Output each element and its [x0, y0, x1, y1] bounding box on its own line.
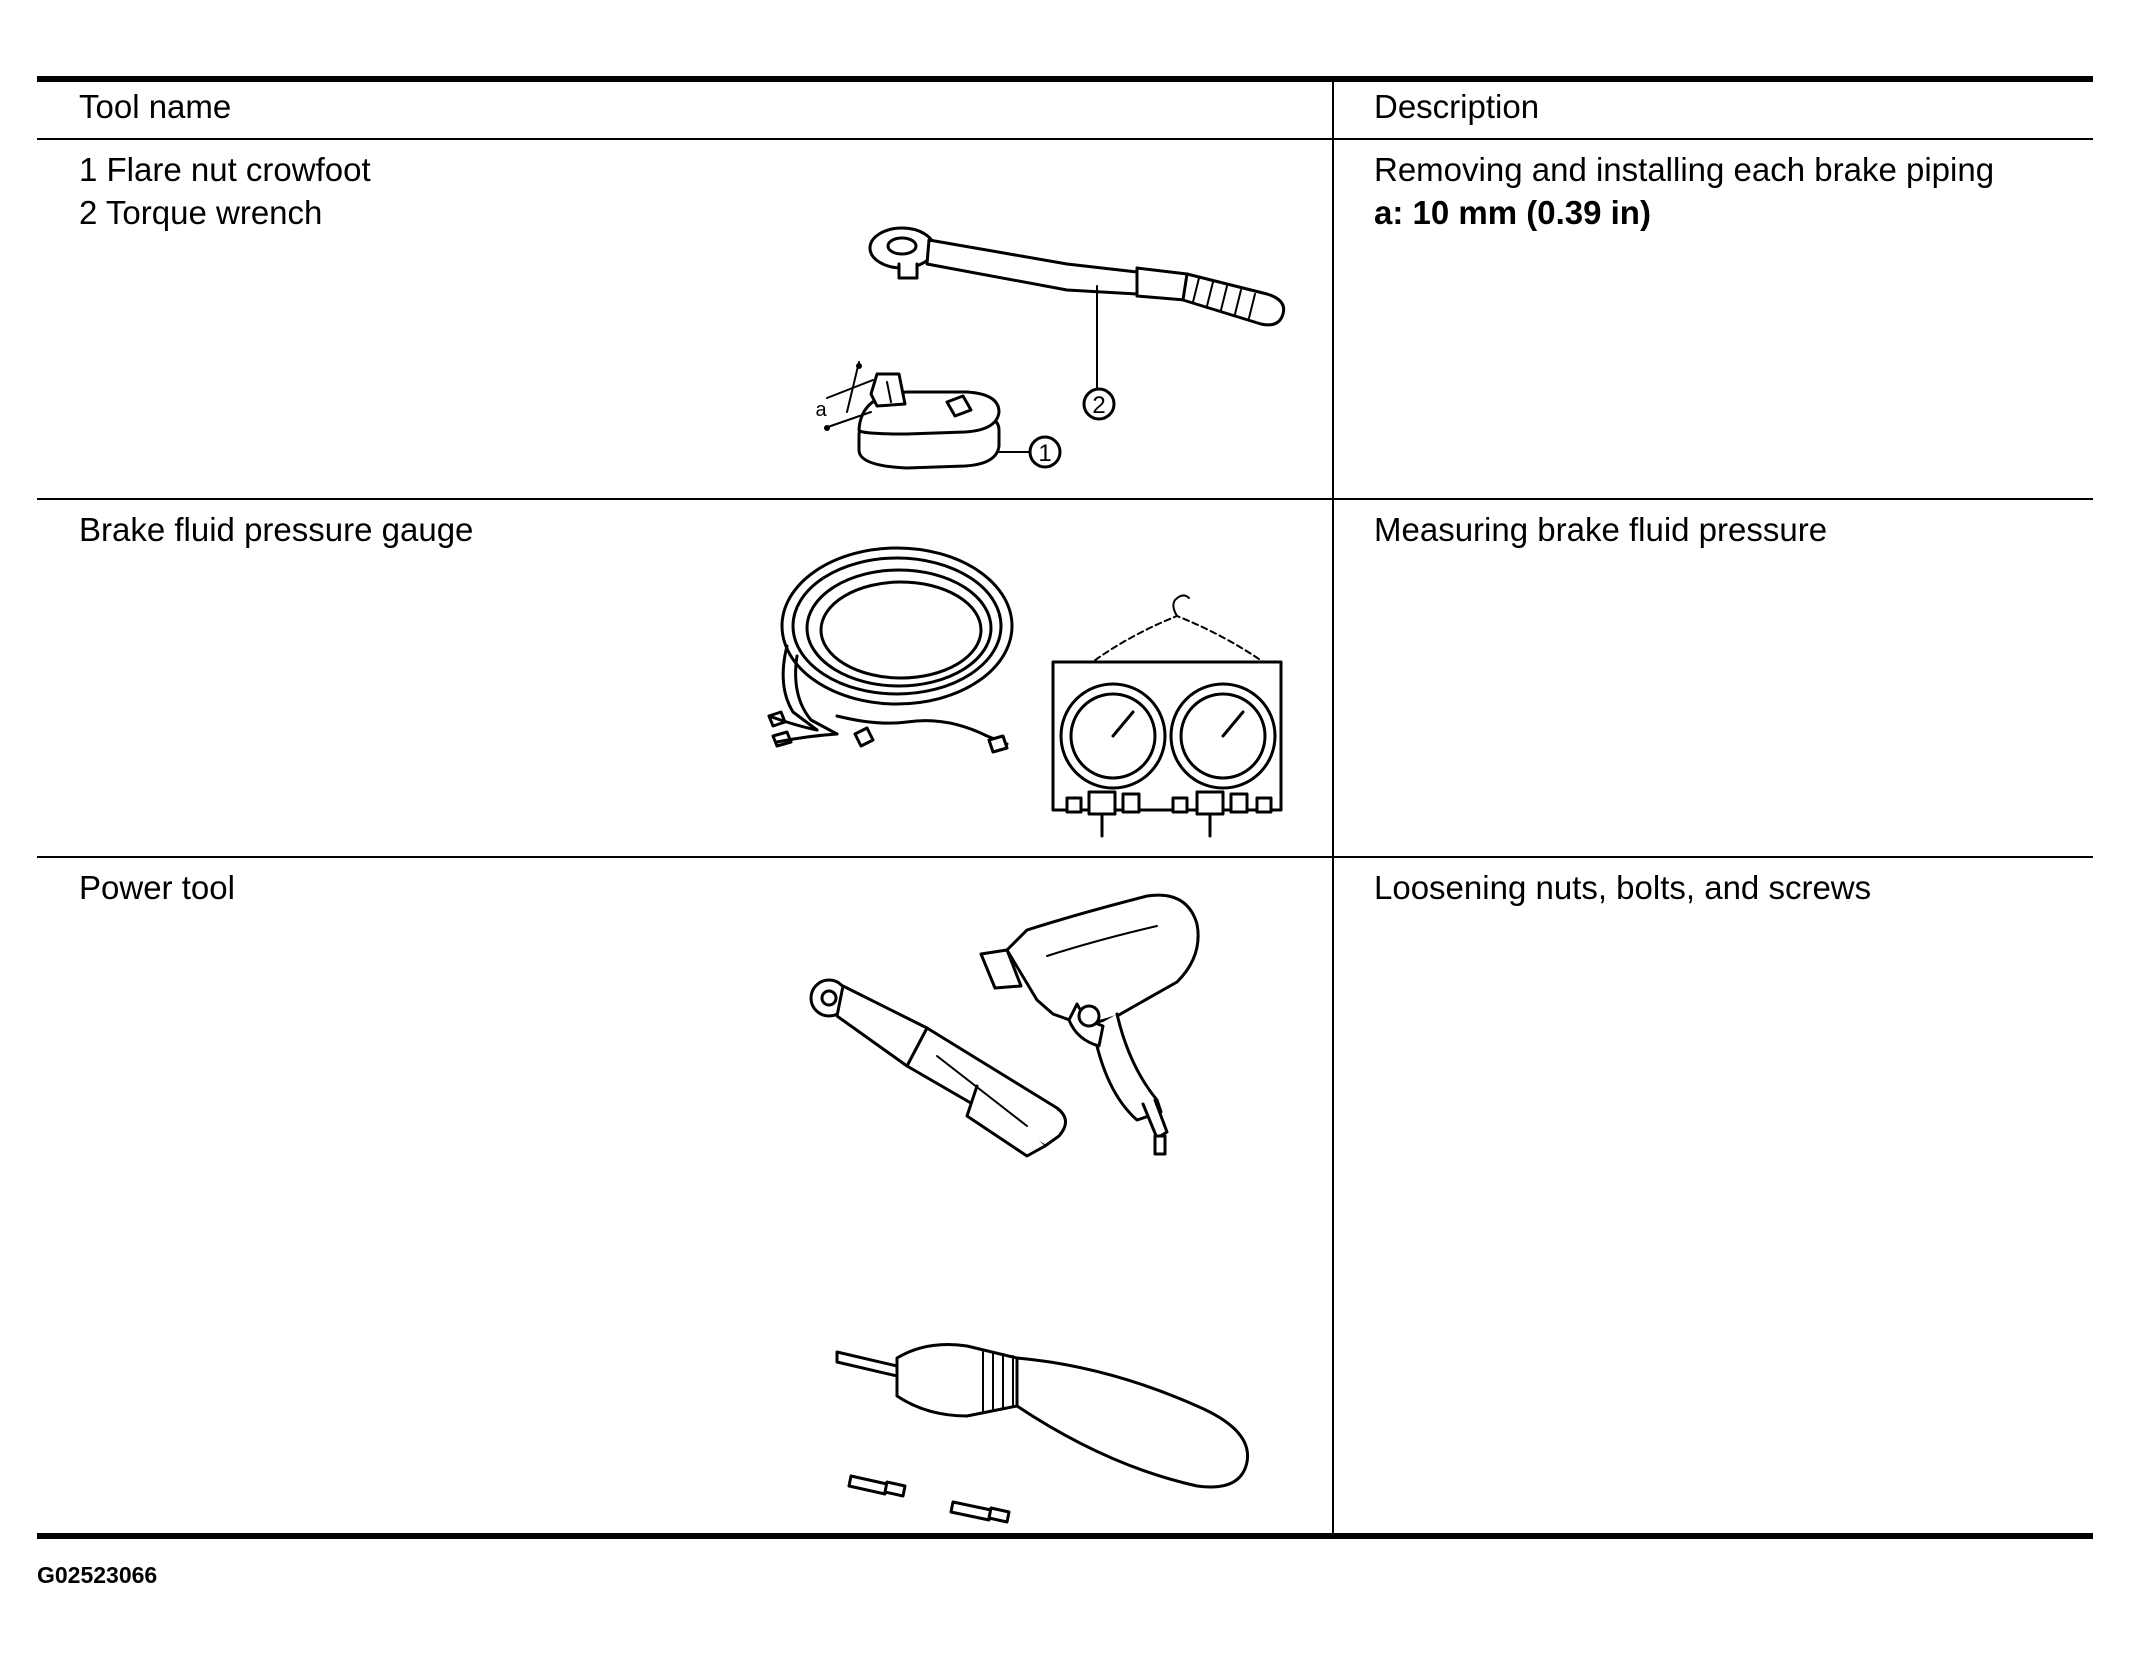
header-tool-name: Tool name	[79, 88, 232, 125]
table-bottom-rule	[37, 1533, 2093, 1539]
column-divider	[1332, 76, 1334, 1539]
row-divider-1	[37, 498, 2093, 500]
callout-2: 2	[1092, 392, 1105, 419]
figure-code: G02523066	[37, 1562, 158, 1588]
row1-tool-line-1: 1 Flare nut crowfoot	[79, 151, 371, 188]
callout-a: a	[815, 399, 827, 421]
pressure-gauge-illustration	[757, 516, 1297, 856]
row1-tool-line-2: 2 Torque wrench	[79, 194, 323, 231]
row2-tool-name: Brake fluid pressure gauge	[79, 511, 474, 548]
power-tools-illustration	[777, 893, 1277, 1526]
row1-description: Removing and installing each brake pipin…	[1374, 151, 1995, 188]
impact-wrench-icon	[979, 893, 1200, 1156]
gauge-panel-icon	[1051, 594, 1283, 838]
hose-coil-icon	[767, 546, 1014, 754]
header-description: Description	[1374, 88, 1540, 125]
screwdriver-icon	[835, 1343, 1250, 1524]
flare-nut-crowfoot-icon	[857, 372, 1001, 470]
air-ratchet-icon	[809, 978, 1067, 1158]
row2-description: Measuring brake fluid pressure	[1374, 511, 1828, 548]
torque-wrench-icon	[868, 226, 1286, 327]
row3-tool-name: Power tool	[79, 869, 235, 906]
crowfoot-torque-wrench-illustration: 2 a 1	[767, 216, 1307, 486]
special-tools-table: Tool name Description 1 Flare nut crowfo…	[37, 76, 2093, 1539]
row3-description: Loosening nuts, bolts, and screws	[1374, 869, 1872, 906]
callout-1: 1	[1038, 440, 1051, 467]
row-divider-2	[37, 856, 2093, 858]
header-bottom-rule	[37, 138, 2093, 140]
table-top-rule	[37, 76, 2093, 82]
row1-dimension-spec: a: 10 mm (0.39 in)	[1374, 194, 1651, 231]
